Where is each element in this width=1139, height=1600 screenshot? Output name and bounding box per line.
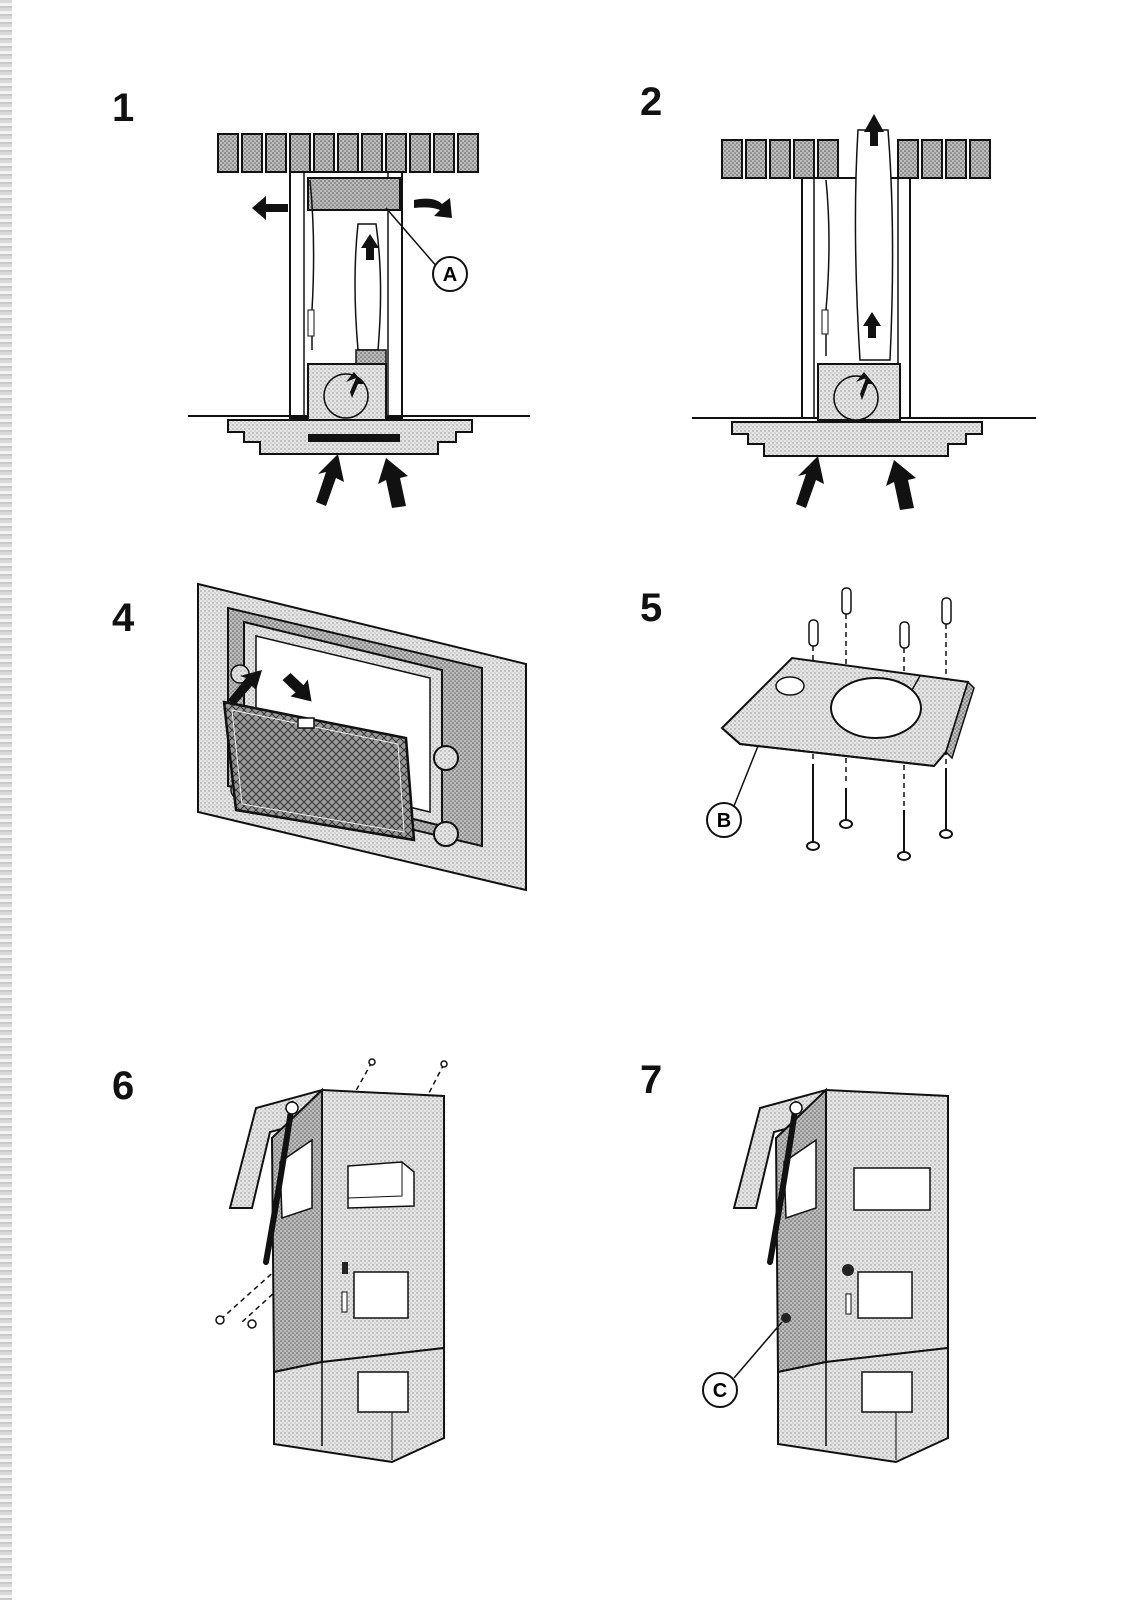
diagram-step-5-mounting-bracket-screws: B [694,584,984,874]
step-number-7: 7 [640,1060,662,1100]
diagram-step-1-recirculation-airflow: A [180,120,550,520]
diagram-step-4-grease-filter-removal [192,578,537,896]
step-number-1: 1 [112,88,134,128]
diagram-step-7-chimney-assembled: C [694,1072,994,1472]
callout-b-label: B [717,810,731,832]
callout-a-label: A [443,264,457,286]
diagram-step-6-chimney-assembly-screws [212,1052,472,1472]
step-number-5: 5 [640,588,662,628]
scanned-page-edge [0,0,12,1600]
step-number-2: 2 [640,82,662,122]
diagram-step-2-extraction-airflow [684,110,1054,520]
step-number-4: 4 [112,598,134,638]
callout-c-label: C [713,1380,727,1402]
step-number-6: 6 [112,1066,134,1106]
